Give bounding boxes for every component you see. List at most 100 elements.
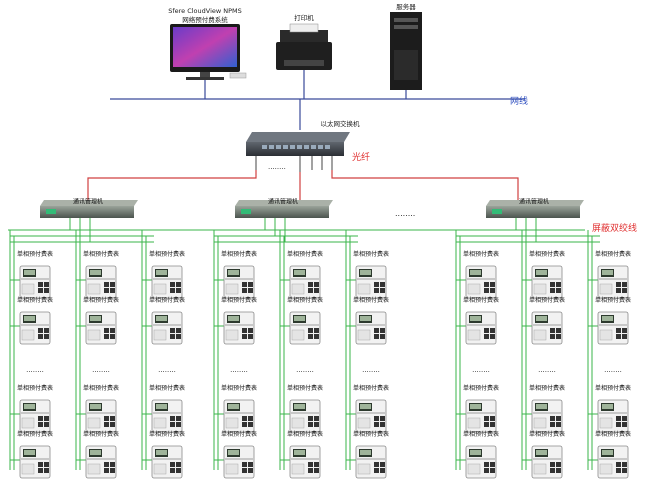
prepaid-meter: 单相预付费表	[83, 384, 119, 433]
meter-label: 单相预付费表	[463, 296, 499, 304]
meter-label: 单相预付费表	[83, 384, 119, 392]
meter-label: 单相预付费表	[529, 384, 565, 392]
prepaid-meter: 单相预付费表	[83, 296, 119, 345]
switch-ellipsis: ........	[268, 163, 286, 171]
prepaid-meter: 单相预付费表	[353, 384, 389, 433]
meter-label: 单相预付费表	[529, 250, 565, 258]
meter-label: 单相预付费表	[529, 296, 565, 304]
meter-label: 单相预付费表	[353, 430, 389, 438]
prepaid-meter: 单相预付费表	[529, 296, 565, 345]
server-label: 服务器	[396, 2, 416, 11]
prepaid-meter: 单相预付费表	[463, 250, 499, 299]
gateway-device: 通讯管理机	[235, 198, 333, 218]
prepaid-meter: 单相预付费表	[149, 430, 185, 479]
printer-icon	[276, 23, 332, 70]
prepaid-meter: 单相预付费表	[149, 384, 185, 433]
meter-label: 单相预付费表	[463, 384, 499, 392]
column-ellipsis: ........	[230, 366, 248, 374]
meter-label: 单相预付费表	[287, 250, 323, 258]
column-ellipsis: ........	[604, 366, 622, 374]
prepaid-meter: 单相预付费表	[221, 384, 257, 433]
prepaid-meter: 单相预付费表	[595, 296, 631, 345]
prepaid-meter: 单相预付费表	[17, 384, 53, 433]
gateway-label: 通讯管理机	[519, 198, 549, 206]
meter-label: 单相预付费表	[353, 384, 389, 392]
meter-label: 单相预付费表	[529, 430, 565, 438]
column-ellipsis: ........	[26, 366, 44, 374]
meter-label: 单相预付费表	[149, 430, 185, 438]
ethernet-switch-icon	[246, 132, 350, 172]
network-line-label: 网线	[510, 95, 528, 107]
gateway-label: 通讯管理机	[73, 198, 103, 206]
fiber-line-label: 光纤	[352, 151, 370, 163]
column-ellipsis: ........	[296, 366, 314, 374]
meter-label: 单相预付费表	[353, 296, 389, 304]
meter-label: 单相预付费表	[221, 250, 257, 258]
prepaid-meter: 单相预付费表	[529, 384, 565, 433]
prepaid-meter: 单相预付费表	[595, 250, 631, 299]
meter-label: 单相预付费表	[17, 384, 53, 392]
column-ellipsis: ........	[538, 366, 556, 374]
meter-label: 单相预付费表	[595, 250, 631, 258]
prepaid-meter: 单相预付费表	[17, 430, 53, 479]
prepaid-meter: 单相预付费表	[529, 430, 565, 479]
prepaid-meter: 单相预付费表	[83, 250, 119, 299]
prepaid-meter: 单相预付费表	[17, 250, 53, 299]
meter-label: 单相预付费表	[463, 430, 499, 438]
meter-label: 单相预付费表	[221, 430, 257, 438]
network-line	[110, 70, 525, 130]
meter-label: 单相预付费表	[17, 430, 53, 438]
meter-label: 单相预付费表	[83, 250, 119, 258]
prepaid-meter: 单相预付费表	[463, 296, 499, 345]
meter-label: 单相预付费表	[595, 384, 631, 392]
column-ellipsis: ........	[472, 366, 490, 374]
prepaid-meter: 单相预付费表	[287, 384, 323, 433]
prepaid-meter: 单相预付费表	[149, 296, 185, 345]
prepaid-meter: 单相预付费表	[463, 384, 499, 433]
meter-label: 单相预付费表	[221, 296, 257, 304]
meter-label: 单相预付费表	[287, 384, 323, 392]
prepaid-meter: 单相预付费表	[287, 430, 323, 479]
column-ellipsis: ........	[92, 366, 110, 374]
gateway-device: 通讯管理机	[40, 198, 138, 218]
prepaid-meter: 单相预付费表	[17, 296, 53, 345]
prepaid-meter: 单相预付费表	[463, 430, 499, 479]
prepaid-meter: 单相预付费表	[221, 296, 257, 345]
meter-label: 单相预付费表	[595, 430, 631, 438]
software-name-label: Sfere CloudView NPMS	[168, 7, 242, 15]
meter-label: 单相预付费表	[83, 430, 119, 438]
server-icon	[390, 12, 422, 90]
column-ellipsis: ........	[158, 366, 176, 374]
meter-label: 单相预付费表	[149, 384, 185, 392]
column-ellipsis: ........	[362, 366, 380, 374]
meter-label: 单相预付费表	[353, 250, 389, 258]
prepaid-meter: 单相预付费表	[83, 430, 119, 479]
prepaid-meter: 单相预付费表	[353, 430, 389, 479]
printer-label: 打印机	[294, 13, 314, 22]
meter-label: 单相预付费表	[149, 250, 185, 258]
fiber-line	[87, 170, 519, 200]
prepaid-meter: 单相预付费表	[287, 250, 323, 299]
gateway-label: 通讯管理机	[268, 198, 298, 206]
meter-label: 单相预付费表	[17, 250, 53, 258]
prepaid-meter: 单相预付费表	[595, 430, 631, 479]
prepaid-meter: 单相预付费表	[149, 250, 185, 299]
switch-label: 以太网交换机	[321, 119, 361, 128]
meter-label: 单相预付费表	[149, 296, 185, 304]
meter-label: 单相预付费表	[287, 296, 323, 304]
meter-label: 单相预付费表	[595, 296, 631, 304]
prepaid-meter: 单相预付费表	[595, 384, 631, 433]
meter-label: 单相预付费表	[221, 384, 257, 392]
prepaid-meter: 单相预付费表	[287, 296, 323, 345]
software-subtitle-label: 网络预付费系统	[182, 15, 228, 24]
prepaid-meter: 单相预付费表	[353, 296, 389, 345]
prepaid-meter: 单相预付费表	[221, 430, 257, 479]
twisted-pair-label: 屏蔽双绞线	[592, 222, 637, 234]
gateway-device: 通讯管理机	[486, 198, 584, 218]
meter-label: 单相预付费表	[17, 296, 53, 304]
meter-label: 单相预付费表	[287, 430, 323, 438]
meter-label: 单相预付费表	[463, 250, 499, 258]
prepaid-meter: 单相预付费表	[353, 250, 389, 299]
workstation-icon	[170, 24, 247, 80]
